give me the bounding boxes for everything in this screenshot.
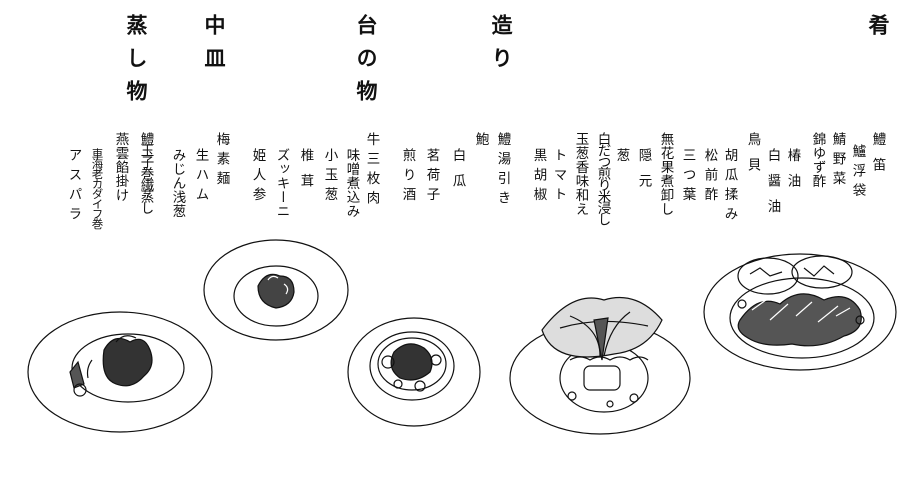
menu-item: ズッキーニ — [273, 148, 290, 218]
menu-item: 煎り酒 — [399, 148, 416, 207]
menu-item: 鱧玉子巻繊蒸し — [137, 132, 154, 213]
menu-item: 茗荷子 — [423, 148, 440, 207]
menu-item: 鯖野菜 — [829, 132, 846, 191]
menu-item: 小玉葱 — [321, 148, 338, 207]
menu-item: トマト — [550, 148, 567, 207]
appetizer-platter-illustration — [703, 253, 897, 371]
hot-pot-dish-illustration — [347, 317, 481, 427]
menu-item: 錦ゆず酢 — [809, 132, 826, 188]
menu-item: 牛三枚肉 — [363, 132, 380, 210]
menu-item: 白醤油 — [764, 148, 781, 225]
menu-item: 隠元 — [635, 148, 652, 199]
sashimi-dish-illustration — [509, 296, 691, 435]
heading-nakazara: 中皿 — [202, 14, 227, 80]
menu-item: 鱧湯引き — [494, 132, 511, 210]
menu-item: 葱 — [613, 148, 630, 162]
middle-dish-illustration — [203, 239, 349, 341]
heading-dainomono: 台の物 — [354, 14, 379, 113]
menu-item: 玉葱香味和え — [572, 132, 589, 216]
menu-item: 松前酢 — [701, 148, 718, 207]
menu-item: 車海老カダイフ巻 — [90, 148, 105, 228]
menu-item: 無花果煮卸し — [657, 132, 674, 216]
menu-item: 姫人参 — [249, 148, 266, 207]
menu-item: 生ハム — [192, 148, 209, 207]
menu-item: アスパラ — [65, 148, 82, 226]
menu-item: 椿油 — [784, 148, 801, 199]
menu-item: 胡瓜揉み — [721, 148, 738, 226]
menu-item: 鱸浮袋 — [849, 144, 866, 203]
menu-item: 鮑 — [472, 132, 489, 146]
menu-item: 梅素麺 — [213, 132, 230, 191]
menu-item: 味噌煮込み — [343, 148, 360, 218]
menu-item: 椎茸 — [297, 148, 314, 199]
menu-item: 鳥貝 — [744, 132, 761, 183]
heading-sakana: 肴 — [866, 14, 891, 47]
menu-item: 燕雲餡掛け — [112, 132, 129, 202]
menu-item: 白瓜 — [449, 148, 466, 199]
heading-mushimono: 蒸し物 — [124, 14, 149, 113]
menu-item: 鱧笛 — [869, 132, 886, 183]
menu-item: みじん浅葱 — [169, 148, 186, 218]
menu-item: 三つ葉 — [679, 148, 696, 207]
heading-tsukuri: 造り — [489, 14, 514, 80]
menu-item: 白だつ煎り米浸し — [594, 132, 611, 224]
steamed-dish-illustration — [27, 311, 213, 433]
menu-item: 黒胡椒 — [530, 148, 547, 207]
